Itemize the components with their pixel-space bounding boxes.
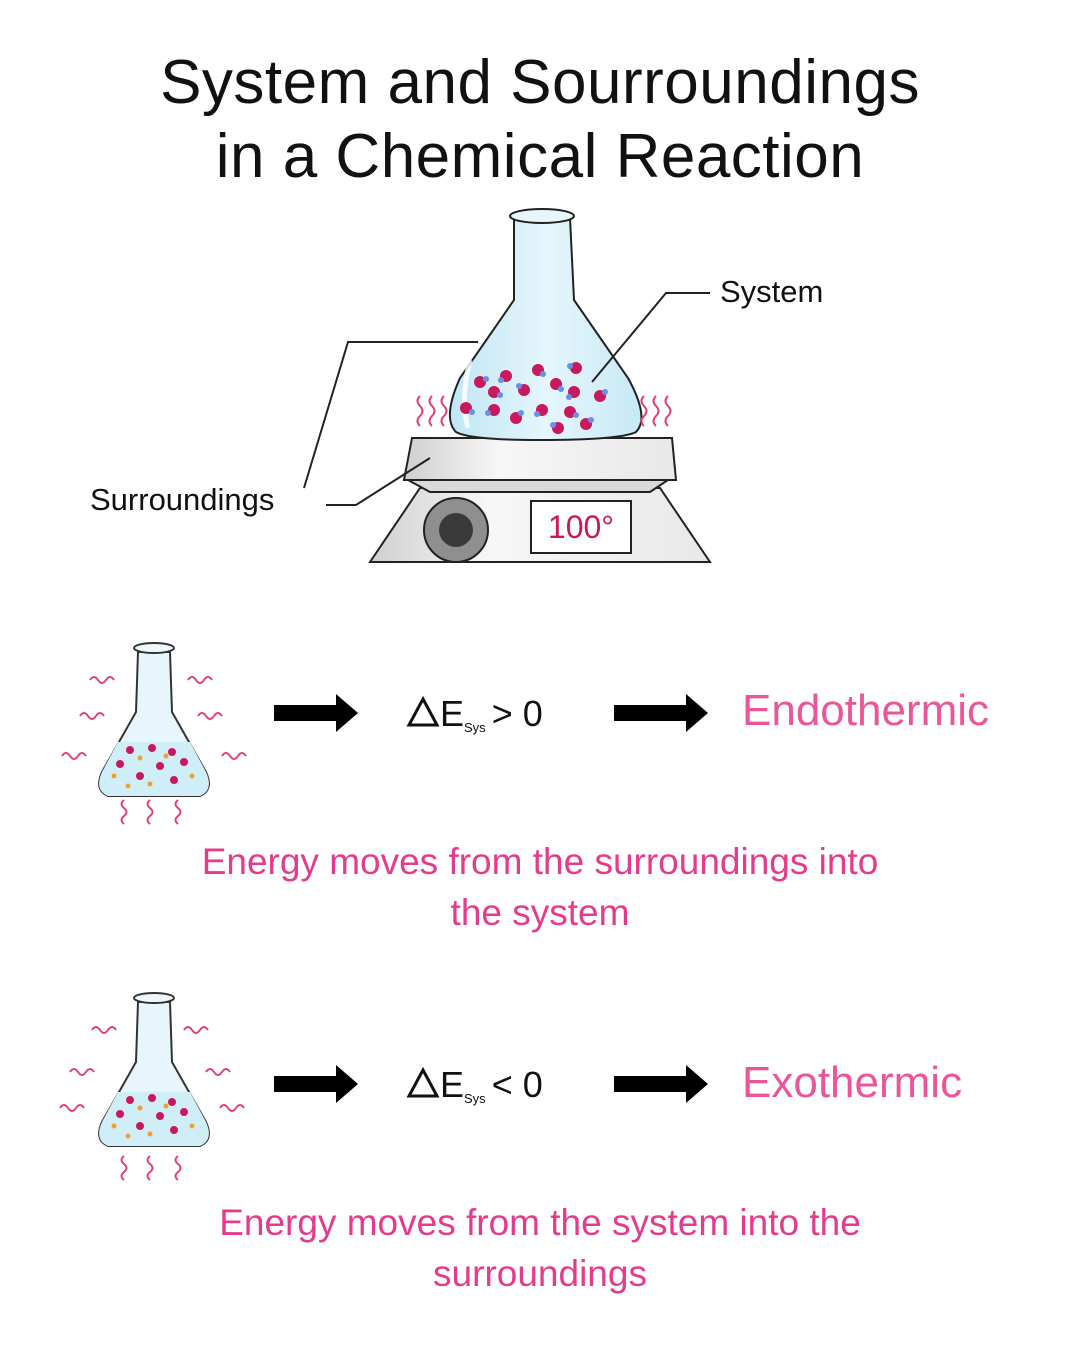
endothermic-description-line-2: the system (450, 892, 630, 933)
exothermic-description-line-1: Energy moves from the system into the (219, 1202, 861, 1243)
system-leader-line (591, 292, 710, 383)
hotplate-temperature-readout: 100° (530, 500, 632, 554)
endothermic-description: Energy moves from the surroundings into … (0, 836, 1080, 938)
hot-plate-knob-center (439, 513, 473, 547)
exothermic-flask (59, 992, 245, 1181)
endothermic-delta-relation: > 0 (491, 693, 543, 734)
molecule (474, 376, 489, 388)
exothermic-delta-subscript: Sys (464, 1091, 486, 1106)
hot-plate-shadow (407, 479, 672, 493)
heat-waves-right (640, 395, 672, 427)
molecule (550, 422, 564, 434)
molecule (567, 362, 582, 374)
arrow-to-delta-endo (274, 694, 358, 732)
molecule (510, 410, 524, 424)
molecule (550, 378, 564, 392)
arrow-to-result-endo (614, 694, 708, 732)
molecule (564, 406, 579, 418)
main-flask-rim (509, 208, 575, 224)
endothermic-delta-expression: ESys > 0 (406, 692, 543, 750)
endothermic-delta-subscript: Sys (464, 720, 486, 735)
delta-icon (406, 696, 440, 727)
system-label: System (720, 274, 824, 309)
exothermic-delta-expression: ESys < 0 (406, 1063, 543, 1121)
surroundings-leader-line-plate (326, 457, 431, 506)
hot-plate-top (402, 437, 678, 481)
surroundings-leader-line-flask (303, 341, 478, 489)
surroundings-label: Surroundings (90, 482, 275, 517)
title-line-2: in a Chemical Reaction (215, 122, 865, 191)
molecule (498, 370, 512, 383)
exothermic-delta-relation: < 0 (491, 1064, 543, 1105)
arrow-to-result-exo (614, 1065, 708, 1103)
endothermic-result: Endothermic (742, 686, 990, 735)
heat-waves-left (416, 395, 448, 427)
molecule (566, 386, 580, 400)
delta-icon (406, 1067, 440, 1098)
exothermic-heat-waves (59, 1026, 245, 1181)
endothermic-heat-waves (61, 676, 247, 825)
endothermic-description-line-1: Energy moves from the surroundings into (201, 841, 879, 882)
exothermic-delta-symbol: E (440, 1064, 465, 1105)
leader-lines (303, 292, 710, 506)
molecule (460, 402, 475, 415)
exothermic-description: Energy moves from the system into the su… (0, 1197, 1080, 1299)
main-flask (449, 208, 643, 442)
endothermic-delta-symbol: E (440, 693, 465, 734)
molecule (516, 383, 530, 396)
exothermic-result: Exothermic (742, 1058, 963, 1107)
title-line-1: System and Sourroundings (160, 48, 920, 117)
molecule (580, 417, 594, 430)
endothermic-flask (61, 642, 247, 825)
molecule (485, 404, 500, 416)
exothermic-description-line-2: surroundings (433, 1253, 647, 1294)
molecule (594, 389, 608, 402)
molecule (534, 404, 548, 417)
molecule (488, 386, 503, 398)
molecule (532, 364, 546, 377)
page-title: System and Sourroundings in a Chemical R… (0, 46, 1080, 194)
main-flask-molecules (460, 362, 608, 434)
arrow-to-delta-exo (274, 1065, 358, 1103)
